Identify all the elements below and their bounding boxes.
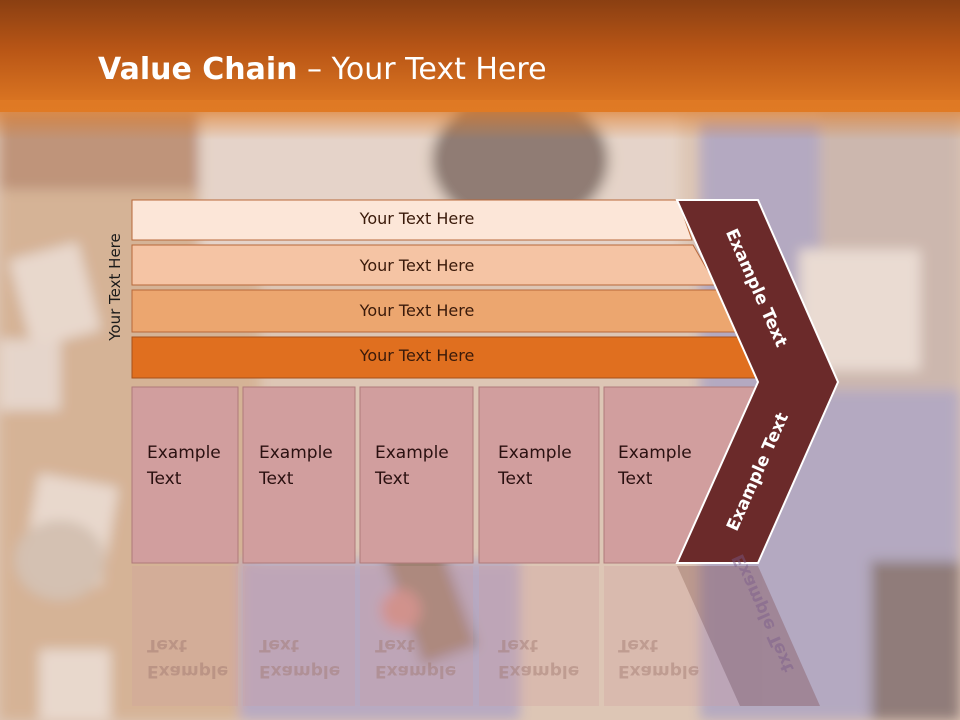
title-rest: – Your Text Here [297,52,547,87]
box-2-reflection-line2: Text [259,635,299,655]
box-1-reflection-line2: Text [147,635,187,655]
box-3-line2: Text [375,469,410,489]
slide-title: Value Chain – Your Text Here [98,52,547,87]
box-1-reflection-line1: Example [147,661,229,681]
box-4-reflection-line1: Example [498,661,580,681]
box-3 [359,386,474,564]
bar-1-label: Your Text Here [359,209,475,228]
box-3-reflection-line1: Example [375,661,457,681]
box-1 [131,386,239,564]
box-2-reflection: Example Text [259,632,340,684]
box-5-line1: Example [618,443,692,463]
box-4-line1: Example [498,443,572,463]
box-3-line1: Example [375,443,449,463]
box-1-line2: Text [147,469,182,489]
box-4-line2: Text [498,469,533,489]
bar-2-label: Your Text Here [359,256,475,275]
box-4-reflection-line2: Text [498,635,538,655]
box-5-line2: Text [618,469,653,489]
box-2-reflection-line1: Example [259,661,341,681]
chevron-arrow [675,199,840,564]
bar-3-label: Your Text Here [359,301,475,320]
box-2 [242,386,356,564]
bar-4-label: Your Text Here [359,346,475,365]
box-1-reflection: Example Text [147,632,228,684]
header-fade [0,100,960,140]
header-bar [0,0,960,112]
box-5-reflection: Example Text [618,632,699,684]
box-3-reflection: Example Text [375,632,456,684]
box-2-line2: Text [259,469,294,489]
box-1-line1: Example [147,443,221,463]
box-2-line1: Example [259,443,333,463]
title-bold: Value Chain [98,52,298,87]
box-3-reflection-line2: Text [375,635,415,655]
box-5-reflection-line2: Text [618,635,658,655]
bar-1 [131,199,693,241]
box-4 [478,386,600,564]
box-5-reflection-line1: Example [618,661,700,681]
box-4-reflection: Example Text [498,632,579,684]
reflection [132,566,820,706]
